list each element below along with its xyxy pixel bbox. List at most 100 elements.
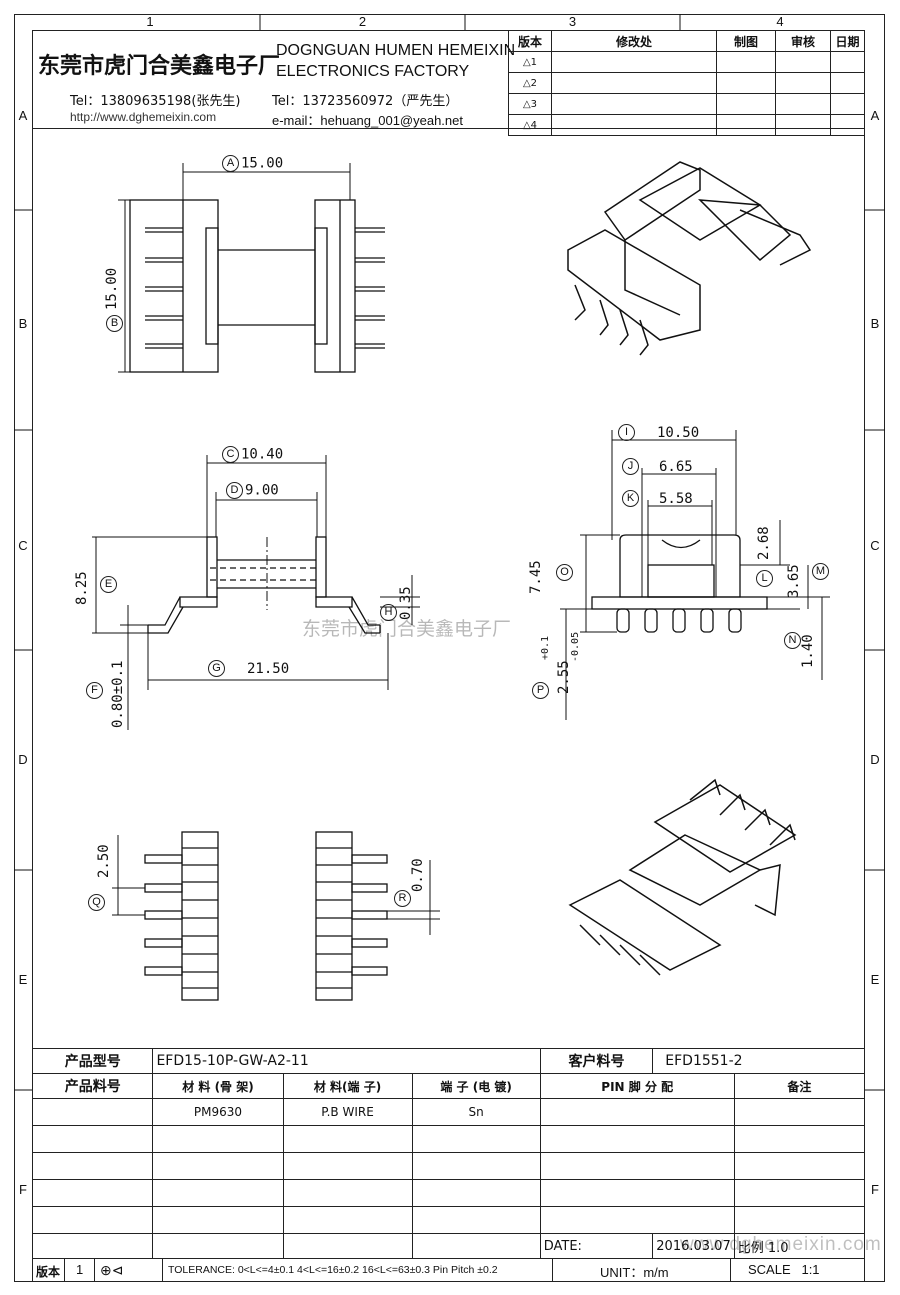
dim-a-marker: A [222,155,239,172]
company-name-en-line1: DOGNGUAN HUMEN HEMEIXIN [276,42,516,59]
dim-o: O [556,564,575,581]
product-model-value: EFD15-10P-GW-A2-11 [152,1048,541,1074]
dim-b: B [106,315,125,332]
rev-row-3-num: 3 [530,98,538,110]
dim-k-marker: K [622,490,639,507]
column-number-1: 1 [146,14,154,29]
col-material-frame: 材 料 (骨 架) [152,1073,284,1099]
website-link[interactable]: http://www.dghemeixin.com [70,110,217,124]
dim-i-value: 10.50 [657,424,700,441]
col-remark: 备注 [733,1073,866,1099]
scale-ratio-label: 比例 [737,1240,764,1256]
dim-m-value: 3.65 [786,564,802,598]
date-cell: DATE: [539,1233,654,1259]
rev-row-2-num: 2 [530,77,538,89]
dim-l: L [756,570,775,587]
dim-b-marker: B [106,315,123,332]
dim-i-marker: I [618,424,635,441]
dim-e-marker: E [100,576,117,593]
contact-tel-2: Tel：13723560972（严先生） [272,94,459,109]
dim-d-marker: D [226,482,243,499]
product-model-label: 产品型号 [31,1048,154,1074]
row-letter-a-left: A [18,108,28,123]
dim-q: Q [88,894,107,911]
title-block-table: 产品型号 EFD15-10P-GW-A2-11 客户料号 EFD1551-2 产… [31,1048,866,1259]
dim-b-value: 15.00 [104,267,120,310]
dim-p-tol-minus: -0.05 [570,631,581,662]
dim-p: P [532,682,551,699]
col-pin-assign: PIN 脚 分 配 [539,1073,735,1099]
rev-header-review: 审核 [775,30,831,52]
dim-j: J 6.65 [622,458,693,475]
dim-j-marker: J [622,458,639,475]
customer-part-value: EFD1551-2 [652,1048,865,1074]
dim-n-value: 1.40 [800,634,816,668]
dim-g-value: 21.50 [247,660,290,677]
dim-q-value: 2.50 [96,844,112,878]
dim-q-marker: Q [88,894,105,911]
divider [730,1258,731,1282]
dim-j-value: 6.65 [659,458,693,475]
row-letter-e-left: E [18,972,28,987]
plating-value: Sn [411,1098,541,1126]
company-name-cn: 东莞市虎门合美鑫电子厂 [38,54,281,79]
version-value: 1 [76,1262,84,1277]
row-letter-e-right: E [870,972,880,987]
bottom-strip [32,1258,865,1283]
dim-k-value: 5.58 [659,490,693,507]
dim-a-value: 15.00 [241,155,284,172]
dim-r: R [394,890,413,907]
scale-ratio-cell: 比例 1.0 [733,1233,866,1259]
row-letter-d-left: D [18,752,28,767]
column-number-3: 3 [568,14,577,29]
revision-table: 版本 修改处 制图 审核 日期 △1 △2 △3 △4 [508,30,865,136]
contact-tel-1: Tel：13809635198(张先生) [70,94,241,109]
rev-header-date: 日期 [830,30,865,52]
row-letter-c-right: C [870,538,880,553]
company-name-en-line2: ELECTRONICS FACTORY [276,63,470,80]
divider [64,1258,65,1282]
email-link[interactable]: e-mail：hehuang_001@yeah.net [272,113,463,128]
dim-l-marker: L [756,570,773,587]
tolerance-text: TOLERANCE: 0<L<=4±0.1 4<L<=16±0.2 16<L<=… [168,1264,498,1276]
dim-n-marker: N [784,632,801,649]
watermark-text: 东莞市虎门合美鑫电子厂 [302,618,512,640]
dim-f: F [86,682,105,699]
dim-n: N [784,632,803,649]
dim-i: I 10.50 [618,424,699,441]
drawing-border [32,30,865,1282]
scale-text: SCALE 1:1 [748,1262,820,1277]
material-frame-value: PM9630 [152,1098,284,1126]
projection-symbol-icon: ⊕⊲ [100,1262,124,1278]
customer-part-label: 客户料号 [539,1048,654,1074]
divider [552,1258,553,1282]
date-value: 2016.03.07 [652,1233,735,1259]
scale-ratio-value: 1.0 [767,1240,789,1256]
dim-o-marker: O [556,564,573,581]
dim-m: M [812,563,831,580]
dim-r-value: 0.70 [410,858,426,892]
col-material-pin: 材 料(端 子) [282,1073,413,1099]
header-divider [32,128,865,129]
version-label: 版本 [36,1265,61,1279]
dim-c-value: 10.40 [241,446,284,463]
dim-f-value: 0.80±0.1 [110,660,126,728]
divider [162,1258,163,1282]
isometric-view-top [567,161,812,356]
row-letter-f-left: F [19,1182,27,1197]
title-block: 产品型号 EFD15-10P-GW-A2-11 客户料号 EFD1551-2 产… [31,1048,866,1282]
dim-e: E [100,576,119,593]
row-letter-b-right: B [870,316,880,331]
side-view [92,455,420,730]
row-letter-a-right: A [870,108,880,123]
dim-r-marker: R [394,890,411,907]
row-letter-d-right: D [870,752,880,767]
dim-c-marker: C [222,446,239,463]
dim-o-value: 7.45 [528,560,544,594]
dim-d-value: 9.00 [245,482,279,499]
bottom-view [112,831,440,1001]
